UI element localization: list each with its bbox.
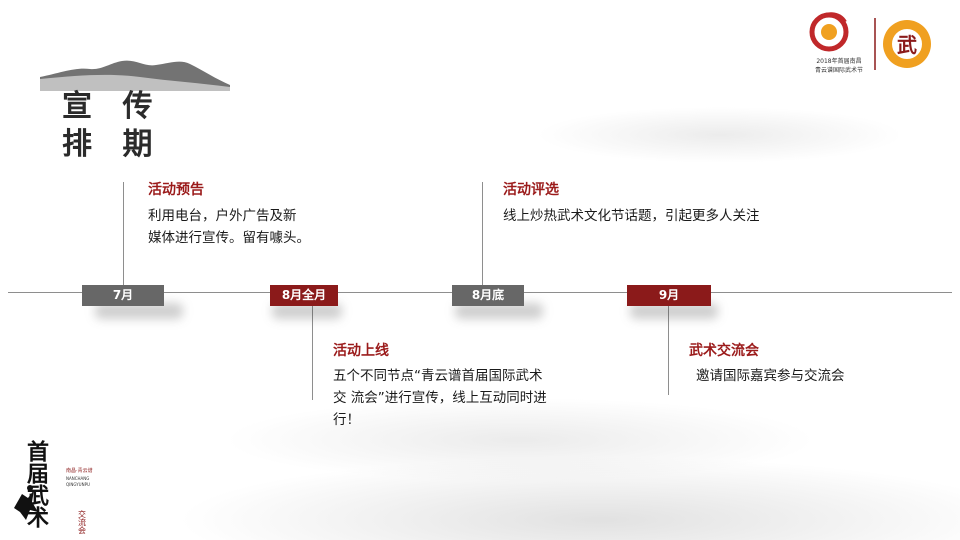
event-desc-preview: 利用电台，户外广告及新 媒体进行宣传。留有噱头。 (148, 208, 310, 246)
connector-line-2 (312, 305, 313, 400)
event-desc-selection: 线上炒热武术文化节话题，引起更多人关注 (503, 208, 760, 224)
event-desc-launch: 五个不同节点“青云谱首届国际武术 交 流会”进行宣传，线上互动同时进 行！ (333, 368, 547, 428)
connector-line-4 (668, 305, 669, 395)
marker-shadow (95, 303, 183, 319)
calligraphy-small: 南昌·青云谱 (66, 467, 93, 474)
event-title-launch: 活动上线 (333, 343, 389, 359)
connector-line-1 (123, 182, 124, 286)
ink-mountain-decoration (40, 60, 230, 91)
marker-shadow (455, 303, 543, 319)
timeline-marker-august: 8月全月 (270, 285, 338, 306)
calligraphy-latin-1: NANCHANG (66, 476, 89, 481)
logo-text-line2: 青云谱国际武术节 (815, 66, 863, 74)
marker-shadow (630, 303, 718, 319)
marker-shadow (272, 303, 342, 319)
page-title: 宣 传 排 期 (62, 89, 163, 162)
event-title-preview: 活动预告 (148, 182, 204, 198)
timeline-marker-late-august: 8月底 (452, 285, 524, 306)
event-desc-exchange: 邀请国际嘉宾参与交流会 (696, 368, 845, 384)
timeline-marker-july: 7月 (82, 285, 164, 306)
event-logo: 2018年首届南昌 青云谱国际武术节 武 (809, 12, 931, 74)
event-title-exchange: 武术交流会 (689, 343, 759, 359)
calligraphy-sub: 交流会 (78, 509, 87, 535)
calligraphy-latin-2: QINGYUNPU (66, 482, 90, 487)
calligraphy-logo: 首届武术 南昌·青云谱 NANCHANG QINGYUNPU 交流会 (14, 439, 93, 535)
logo-emblem-char: 武 (897, 33, 917, 57)
connector-line-3 (482, 182, 483, 286)
event-title-selection: 活动评选 (503, 182, 559, 198)
timeline-marker-september: 9月 (627, 285, 711, 306)
logo-text-line1: 2018年首届南昌 (816, 57, 861, 65)
